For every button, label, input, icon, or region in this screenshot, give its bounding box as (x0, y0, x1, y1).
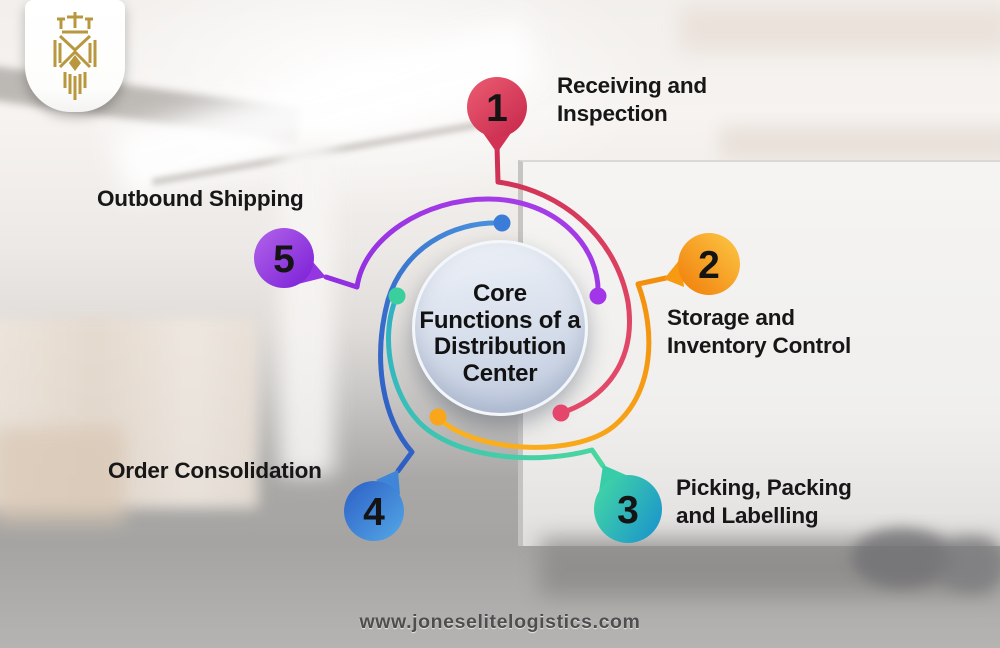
connector-arc-5 (323, 196, 601, 299)
step-number-4: 4 (363, 491, 385, 534)
step-label-line: and Labelling (676, 503, 819, 528)
step-badge-4: 4 (344, 470, 404, 541)
bg-truck-trailer (518, 160, 1000, 546)
step-label-2: Storage and Inventory Control (667, 304, 851, 360)
center-title-circle: Core Functions of a Distribution Center (412, 240, 588, 416)
diagram-title: Core Functions of a Distribution Center (419, 269, 580, 387)
step-label-1: Receiving and Inspection (557, 72, 707, 128)
connector-arc-1 (494, 143, 632, 416)
step-badge-3: 3 (594, 465, 662, 543)
step-badge-2: 2 (664, 233, 740, 295)
node-dot-4 (493, 214, 511, 232)
bg-ceiling-beam (680, 6, 1000, 52)
node-dot-2 (429, 408, 447, 426)
step-label-4: Order Consolidation (108, 457, 322, 485)
step-badge-4-circle (344, 481, 404, 541)
node-dots (388, 214, 607, 426)
step-label-line: Inventory Control (667, 333, 852, 358)
step-number-1: 1 (486, 87, 508, 130)
step-label-line: Outbound Shipping (97, 186, 304, 211)
diagram-title-line: Core (473, 280, 527, 307)
step-badge-1-circle (467, 77, 527, 137)
step-label-3: Picking, Packing and Labelling (676, 474, 852, 530)
step-badge-5-circle (254, 228, 314, 288)
diagram-title-line: Distribution (433, 333, 567, 360)
step-number-5: 5 (273, 238, 295, 281)
step-label-line: Order Consolidation (108, 458, 322, 483)
brand-logo (25, 0, 125, 112)
node-dot-3 (388, 287, 406, 305)
website-url: www.joneselitelogistics.com (359, 611, 641, 633)
diagram-title-line: Functions of a (419, 306, 581, 334)
brand-emblem-icon (53, 12, 97, 100)
step-label-line: Inspection (557, 101, 668, 126)
connector-arc-4 (378, 220, 505, 474)
bg-pillar (280, 140, 334, 475)
connector-arc-3 (386, 293, 606, 469)
step-badges: 1 2 3 4 5 (254, 77, 740, 543)
step-badge-5: 5 (254, 228, 326, 288)
connector-arcs (323, 143, 669, 474)
step-label-5: Outbound Shipping (97, 185, 304, 213)
step-label-line: Picking, Packing (676, 475, 852, 500)
step-number-3: 3 (617, 489, 639, 532)
step-label-line: Receiving and (557, 73, 707, 98)
bg-ceiling-beam (720, 126, 1000, 160)
bg-cardboard-boxes (0, 428, 124, 523)
node-dot-1 (552, 404, 570, 422)
diagram-title-line: Center (462, 359, 538, 387)
step-badge-1: 1 (467, 77, 527, 153)
step-badge-3-circle (594, 475, 662, 543)
node-dot-5 (589, 287, 607, 305)
step-badge-2-circle (678, 233, 740, 295)
step-label-line: Storage and (667, 305, 795, 330)
bg-truck-wheel (934, 538, 1000, 592)
step-number-2: 2 (698, 244, 720, 287)
step-badge-1-tail (483, 133, 511, 153)
connector-arc-2 (435, 275, 669, 450)
